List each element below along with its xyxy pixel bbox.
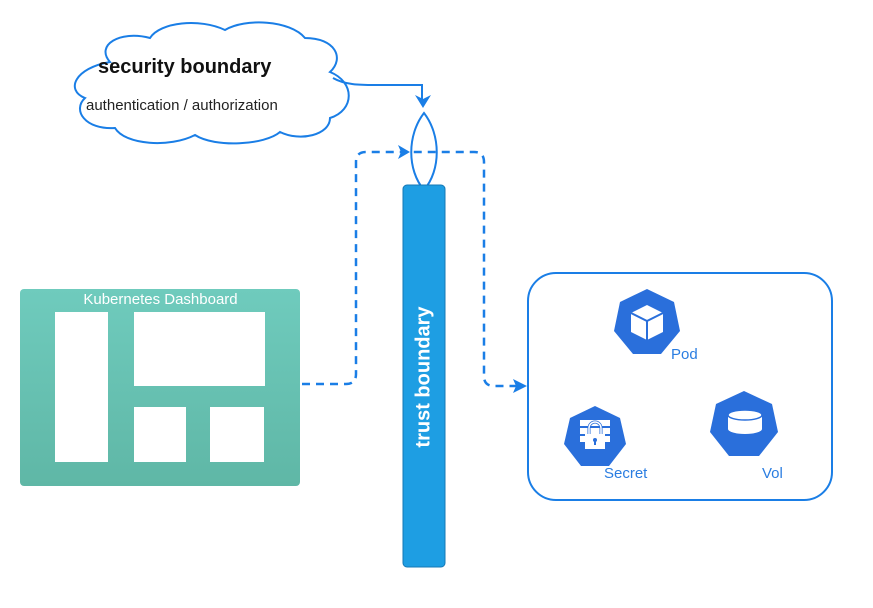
security-boundary-title: security boundary bbox=[98, 56, 272, 78]
dashboard-sidebar-block bbox=[55, 312, 108, 462]
security-boundary-subtitle: authentication / authorization bbox=[86, 97, 278, 114]
dashboard-title: Kubernetes Dashboard bbox=[83, 291, 238, 308]
arrowhead-into-resources bbox=[513, 379, 527, 393]
volume-icon bbox=[710, 391, 778, 456]
secret-label: Secret bbox=[604, 465, 648, 482]
cloud-to-boundary-connector bbox=[332, 77, 423, 99]
dashboard-to-resources-connector bbox=[302, 150, 516, 388]
trust-boundary-bar bbox=[402, 184, 446, 568]
secret-icon bbox=[564, 406, 626, 466]
pod-icon bbox=[614, 289, 680, 354]
arrowhead-down bbox=[415, 95, 431, 108]
dashboard-widget-right bbox=[210, 407, 264, 462]
resources-container bbox=[527, 272, 833, 501]
arrowhead-into-lens bbox=[398, 145, 410, 159]
trust-boundary-label: trust boundary bbox=[412, 306, 435, 448]
dashboard-main-block bbox=[134, 312, 265, 386]
vol-label: Vol bbox=[762, 465, 783, 482]
pod-label: Pod bbox=[671, 346, 698, 363]
dashboard-widget-left bbox=[134, 407, 186, 462]
security-cloud bbox=[73, 21, 350, 145]
